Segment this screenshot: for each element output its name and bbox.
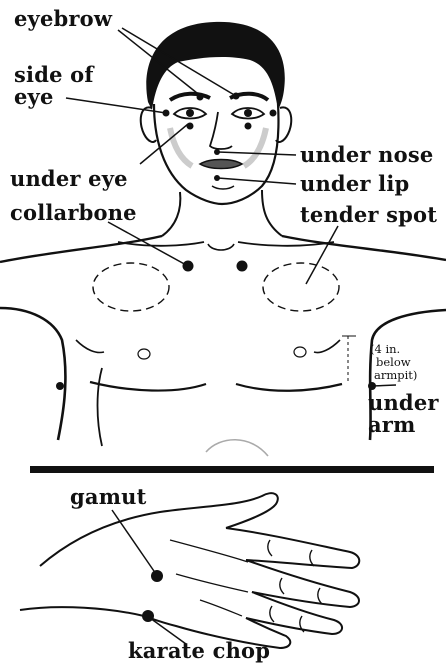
index-finger <box>226 528 359 568</box>
ring-finger <box>246 592 342 634</box>
left-arm-inner <box>98 368 103 446</box>
gamut-leader <box>112 510 156 574</box>
hand-tendon-1 <box>170 540 248 562</box>
tap-point-collarbone-right <box>237 261 248 272</box>
left-eyebrow <box>170 94 210 100</box>
left-iris <box>186 109 194 117</box>
label-side-of-eye-line2: eye <box>14 86 54 108</box>
left-armpit <box>76 340 104 353</box>
cheek-shade-right <box>244 128 266 166</box>
right-iris <box>244 109 252 117</box>
label-tender-spot: tender spot <box>300 204 437 226</box>
label-eyebrow: eyebrow <box>14 8 112 30</box>
neck-right <box>262 190 282 236</box>
tap-point-karate-chop <box>142 610 154 622</box>
label-collarbone: collarbone <box>10 202 137 224</box>
label-under-eye: under eye <box>10 168 128 190</box>
sternal-notch <box>208 244 234 250</box>
tap-point-under-arm-left <box>56 382 64 390</box>
left-shoulder <box>0 236 162 262</box>
cheek-shade-left <box>170 128 192 166</box>
tender-spot-area-right <box>263 263 339 311</box>
knuckle-crease-4 <box>310 550 314 566</box>
label-armpit-note-line2: below <box>376 356 411 368</box>
label-under-arm-line1: under <box>368 392 439 414</box>
right-nipple <box>294 347 306 357</box>
knuckle-crease-5 <box>318 588 322 604</box>
left-arm-outer <box>0 308 65 440</box>
nose <box>210 112 232 149</box>
chin-line <box>212 186 234 189</box>
left-pectoral-line <box>90 382 206 391</box>
mouth <box>200 160 242 169</box>
tap-point-eyebrow-right <box>233 93 240 100</box>
tender-spot-area-left <box>93 263 169 311</box>
label-armpit-note-line3: armpit) <box>374 369 417 381</box>
right-pectoral-line <box>236 384 342 391</box>
tap-point-under-lip <box>214 175 220 181</box>
left-nipple <box>138 349 150 359</box>
knuckle-crease-3 <box>270 606 274 622</box>
label-gamut: gamut <box>70 486 146 508</box>
abdomen-shade <box>206 440 268 456</box>
label-under-arm-line2: arm <box>368 414 416 436</box>
knuckle-crease-1 <box>268 540 272 556</box>
neck-left <box>162 192 180 236</box>
label-under-lip: under lip <box>300 173 409 195</box>
label-armpit-note-line1: (4 in. <box>370 343 400 355</box>
tap-point-under-nose <box>214 149 220 155</box>
knuckle-crease-2 <box>280 578 284 594</box>
tap-point-eyebrow-left <box>197 94 204 101</box>
hand-tendon-2 <box>176 574 248 592</box>
label-side-of-eye-line1: side of <box>14 64 94 86</box>
tap-point-under-arm-right <box>368 382 376 390</box>
section-divider <box>30 466 434 473</box>
tap-point-collarbone-left <box>183 261 194 272</box>
tap-point-side-of-eye-right <box>270 110 277 117</box>
tender-spot-leader <box>306 226 338 284</box>
tap-point-gamut <box>151 570 163 582</box>
hand-tendon-3 <box>200 600 242 616</box>
tap-point-under-eye-left <box>187 123 194 130</box>
wrist-lower <box>20 607 144 616</box>
label-under-nose: under nose <box>300 144 433 166</box>
head-illustration <box>141 22 292 236</box>
tap-point-side-of-eye-left <box>163 110 170 117</box>
right-shoulder <box>282 236 446 260</box>
right-armpit <box>314 340 340 353</box>
tap-point-under-eye-right <box>245 123 252 130</box>
under-lip-leader <box>218 178 296 184</box>
hand-illustration <box>20 493 359 648</box>
label-karate-chop: karate chop <box>128 640 270 662</box>
